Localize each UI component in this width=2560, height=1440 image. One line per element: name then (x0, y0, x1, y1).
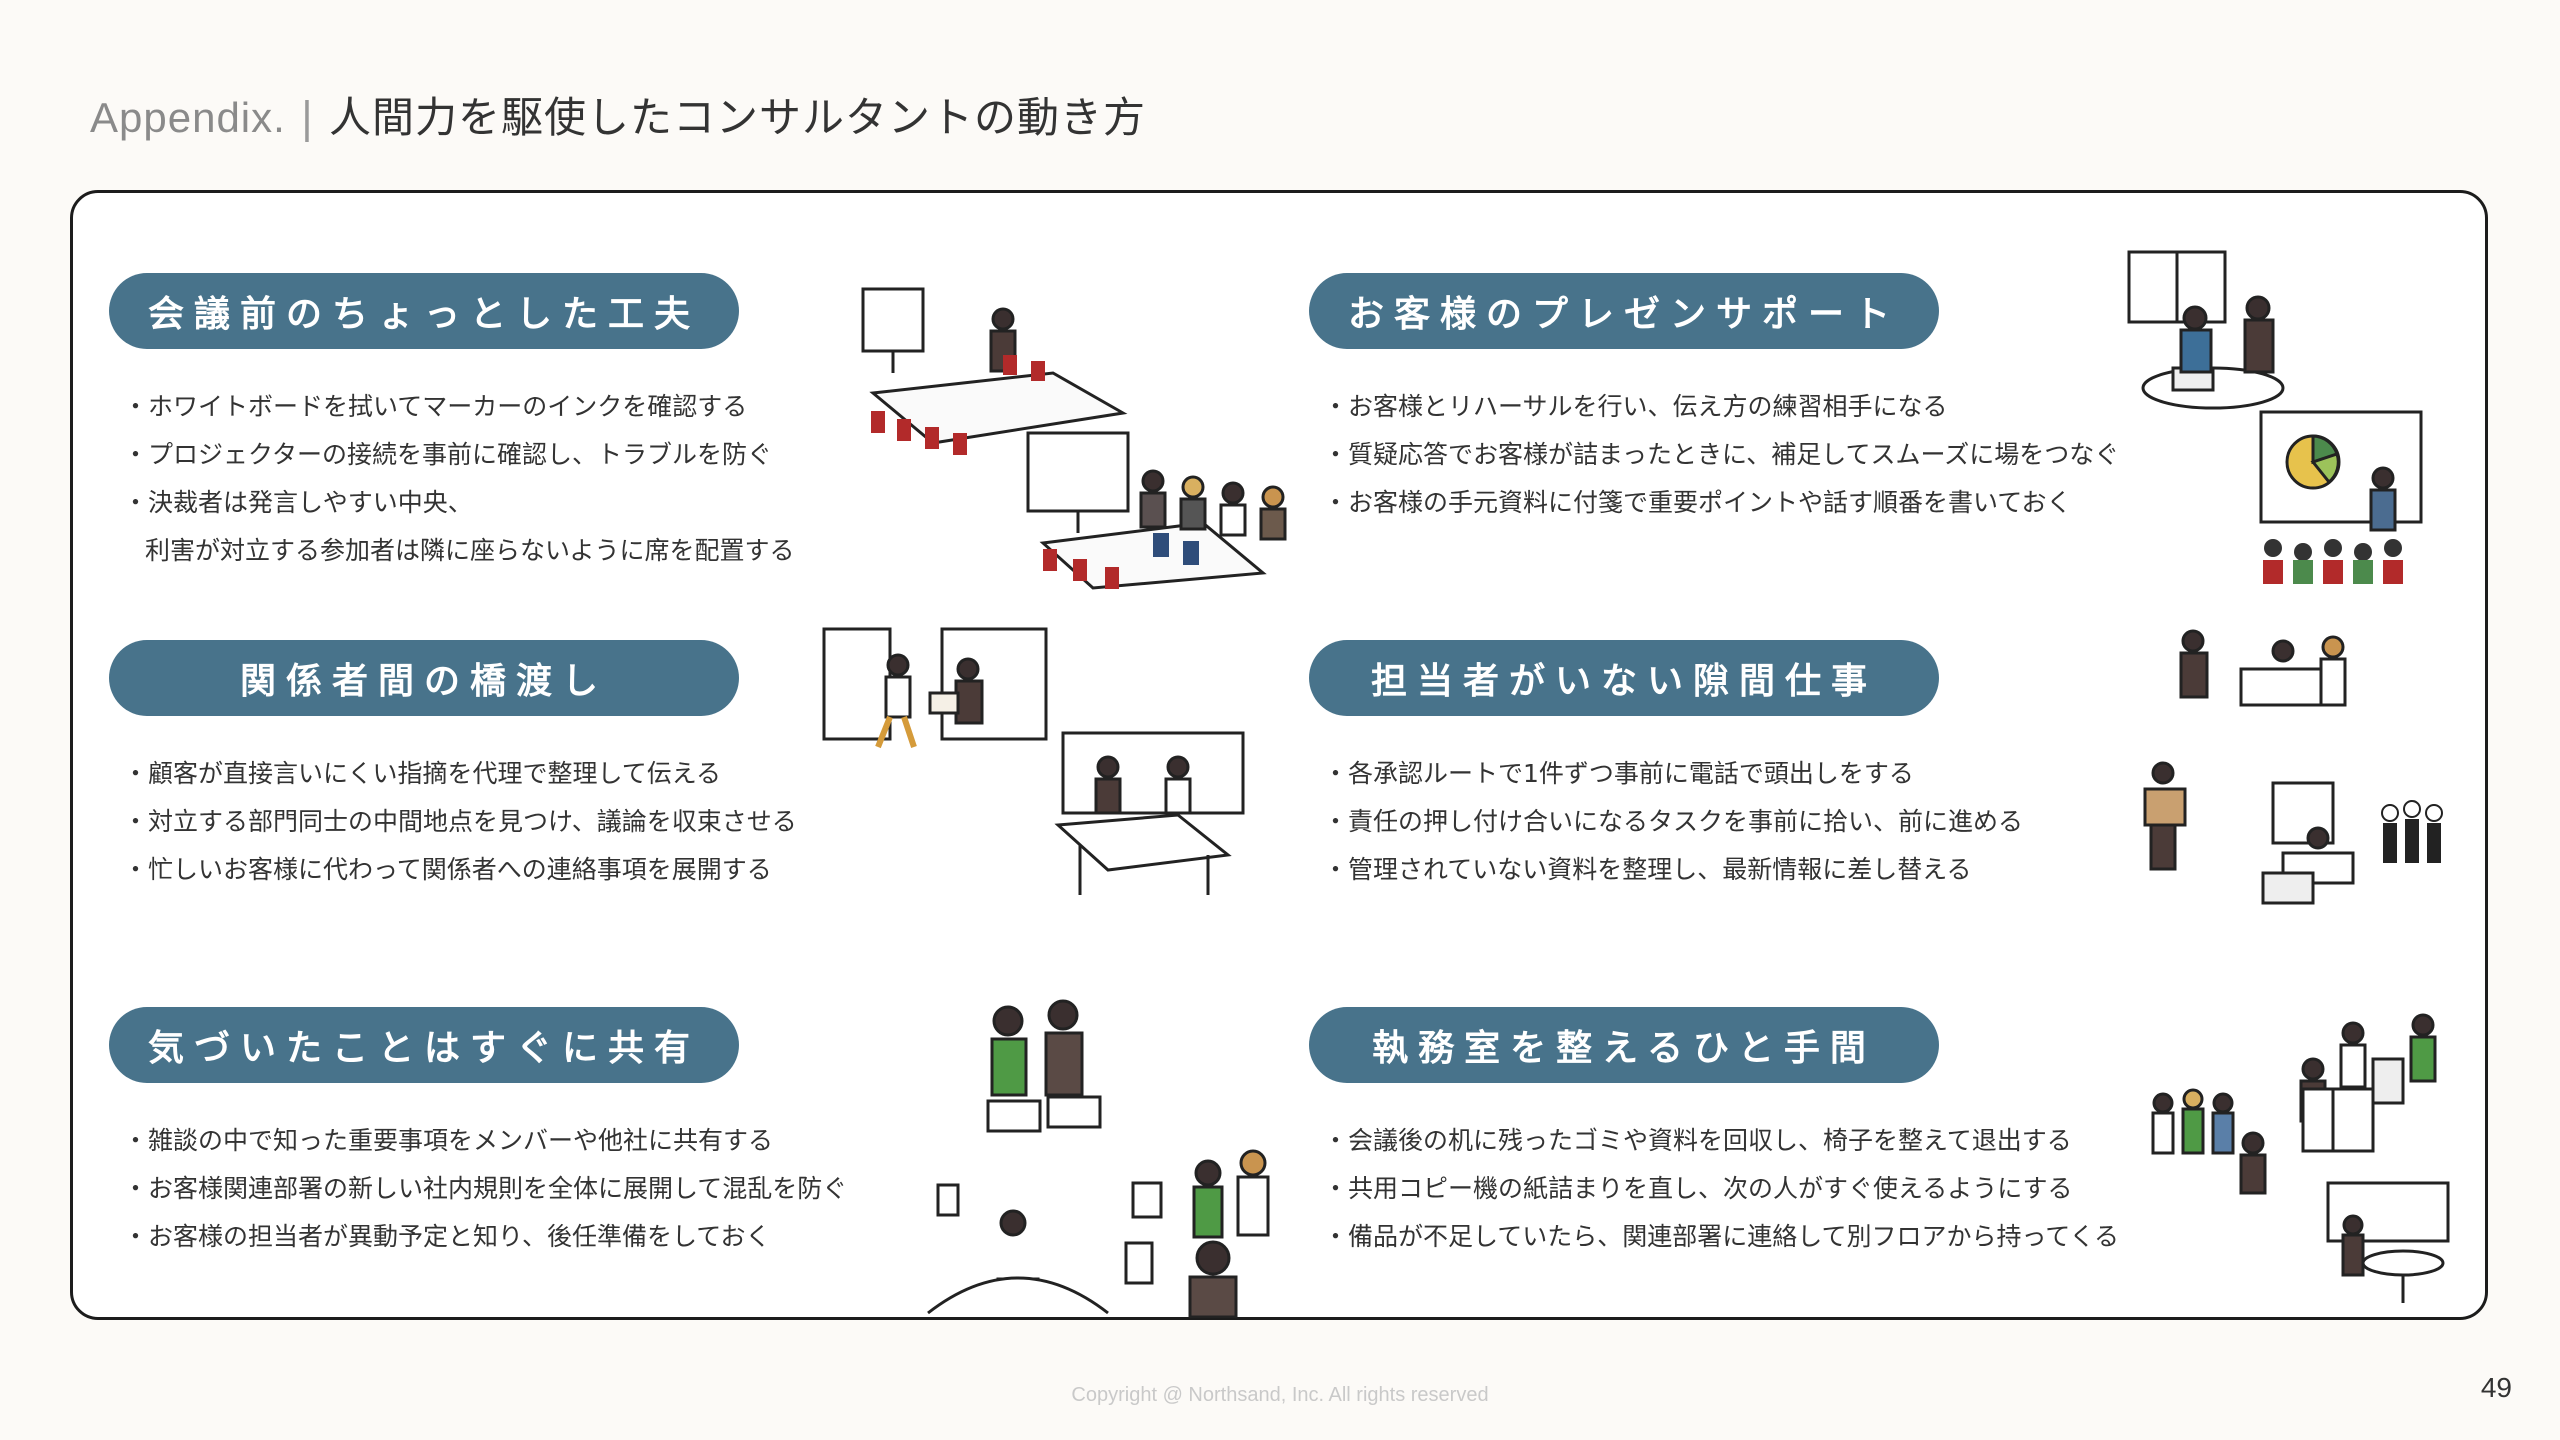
section-list: ・お客様とリハーサルを行い、伝え方の練習相手になる ・質疑応答でお客様が詰まった… (1323, 383, 2119, 527)
list-item: ・会議後の机に残ったゴミや資料を回収し、椅子を整えて退出する (1323, 1126, 2072, 1155)
section-heading: 執務室を整えるひと手間 (1309, 1007, 1939, 1083)
list-item: ・お客様関連部署の新しい社内規則を全体に展開して混乱を防ぐ (123, 1174, 848, 1203)
list-item: ・お客様の担当者が異動予定と知り、後任準備をしておく (123, 1222, 771, 1251)
title-separator: | (299, 93, 315, 142)
content-panel: 会議前のちょっとした工夫 ・ホワイトボードを拭いてマーカーのインクを確認する ・… (70, 190, 2488, 1320)
list-item: 利害が対立する参加者は隣に座らないように席を配置する (145, 536, 795, 565)
section-heading: 会議前のちょっとした工夫 (109, 273, 739, 349)
list-item: ・雑談の中で知った重要事項をメンバーや他社に共有する (123, 1126, 774, 1155)
page-title: 人間力を駆使したコンサルタントの動き方 (328, 93, 1146, 142)
section-list: ・雑談の中で知った重要事項をメンバーや他社に共有する ・お客様関連部署の新しい社… (123, 1117, 847, 1261)
section-list: ・各承認ルートで1件ずつ事前に電話で頭出しをする ・責任の押し付け合いになるタス… (1323, 750, 2023, 894)
section-list: ・顧客が直接言いにくい指摘を代理で整理して伝える ・対立する部門同士の中間地点を… (123, 750, 797, 894)
list-item: ・お客様とリハーサルを行い、伝え方の練習相手になる (1323, 392, 1948, 421)
page-number: 49 (2480, 1372, 2512, 1403)
list-item: ・管理されていない資料を整理し、最新情報に差し替える (1323, 855, 1972, 884)
section-heading: 関係者間の橋渡し (109, 640, 739, 716)
section-heading: お客様のプレゼンサポート (1309, 273, 1939, 349)
section-heading: 担当者がいない隙間仕事 (1309, 640, 1939, 716)
appendix-label: Appendix. (90, 94, 286, 141)
office-tidy-illustration (2151, 1013, 2450, 1303)
list-item: ・共用コピー機の紙詰まりを直し、次の人がすぐ使えるようにする (1323, 1174, 2073, 1203)
list-item: ・各承認ルートで1件ずつ事前に電話で頭出しをする (1323, 759, 1914, 788)
meeting-room-illustration (861, 287, 1287, 590)
copyright-footer: Copyright @ Northsand, Inc. All rights r… (1071, 1384, 1489, 1406)
presentation-illustration (2127, 250, 2423, 584)
list-item: ・ホワイトボードを拭いてマーカーのインクを確認する (123, 392, 748, 421)
list-item: ・お客様の手元資料に付箋で重要ポイントや話す順番を書いておく (1323, 488, 2072, 517)
list-item: ・備品が不足していたら、関連部署に連絡して別フロアから持ってくる (1323, 1222, 2120, 1251)
section-list: ・ホワイトボードを拭いてマーカーのインクを確認する ・プロジェクターの接続を事前… (123, 383, 795, 575)
gap-work-illustration (2143, 629, 2443, 905)
list-item: ・プロジェクターの接続を事前に確認し、トラブルを防ぐ (123, 440, 773, 469)
list-item: ・決裁者は発言しやすい中央、 (123, 488, 473, 517)
section-heading: 気づいたことはすぐに共有 (109, 1007, 739, 1083)
list-item: ・対立する部門同士の中間地点を見つけ、議論を収束させる (123, 807, 797, 836)
list-item: ・質疑応答でお客様が詰まったときに、補足してスムーズに場をつなぐ (1323, 440, 2120, 469)
list-item: ・責任の押し付け合いになるタスクを事前に拾い、前に進める (1323, 807, 2024, 836)
sharing-illustration (927, 999, 1270, 1318)
list-item: ・忙しいお客様に代わって関係者への連絡事項を展開する (123, 855, 772, 884)
list-item: ・顧客が直接言いにくい指摘を代理で整理して伝える (123, 759, 722, 788)
slide-title: Appendix. | 人間力を駆使したコンサルタントの動き方 (90, 84, 1146, 145)
section-list: ・会議後の机に残ったゴミや資料を回収し、椅子を整えて退出する ・共用コピー機の紙… (1323, 1117, 2119, 1261)
bridge-stakeholders-illustration (822, 627, 1245, 895)
